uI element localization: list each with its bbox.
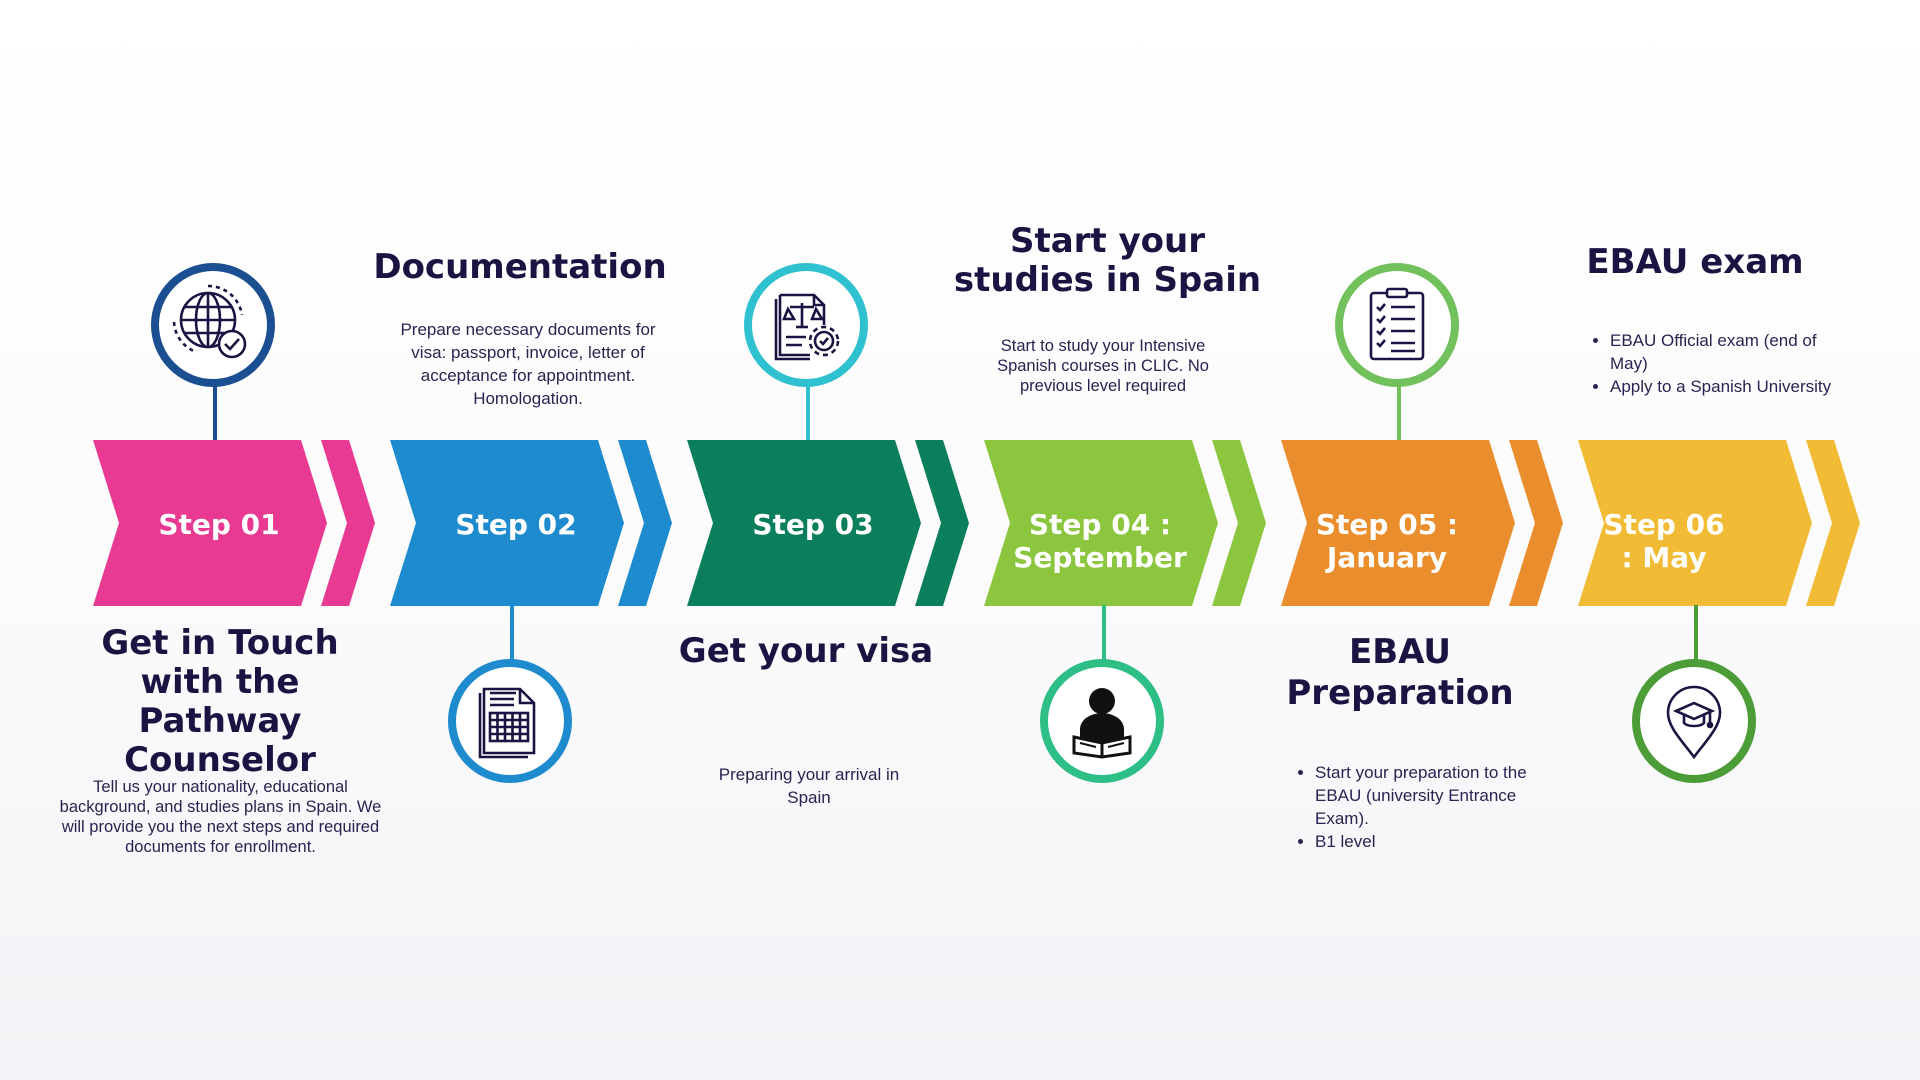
- chevron-tail-step-4: [1212, 440, 1266, 606]
- checklist-icon: [1369, 287, 1425, 361]
- chevron-tail-step-5: [1509, 440, 1563, 606]
- step-06-label: Step 06 : May: [1603, 508, 1725, 574]
- step-01-description: Tell us your nationality, educational ba…: [59, 778, 382, 856]
- connector-step-04: [1102, 605, 1106, 665]
- step-05-bullets: Start your preparation to the EBAU (univ…: [1293, 761, 1540, 853]
- connector-step-02: [510, 605, 514, 665]
- list-item: Apply to a Spanish University: [1610, 375, 1835, 398]
- chevron-step-3: [687, 440, 921, 606]
- step-01-label: Step 01: [158, 508, 280, 541]
- connector-step-06: [1694, 605, 1698, 665]
- student-reading-icon: [1072, 688, 1132, 759]
- step-03-title: Get your visa: [678, 631, 934, 671]
- step-03-description: Preparing your arrival in Spain: [718, 765, 900, 807]
- chevron-tail-step-6: [1806, 440, 1860, 606]
- chevron-tail-step-3: [915, 440, 969, 606]
- list-item: EBAU Official exam (end of May): [1610, 329, 1835, 375]
- step-05-label: Step 05 : January: [1315, 508, 1459, 574]
- step-04-icon-circle: [1040, 659, 1164, 783]
- list-item: Start your preparation to the EBAU (univ…: [1315, 761, 1540, 830]
- step-02-title: Documentation: [373, 247, 667, 287]
- chevron-step-5: [1281, 440, 1515, 606]
- connector-step-05: [1397, 380, 1401, 440]
- list-item: B1 level: [1315, 830, 1540, 853]
- step-02-description: Prepare necessary documents for visa: pa…: [400, 320, 656, 408]
- step-06-icon-circle: [1632, 659, 1756, 783]
- connector-step-03: [806, 380, 810, 440]
- step-04-title: Start your studies in Spain: [953, 221, 1262, 300]
- graduation-pin-icon: [1666, 685, 1722, 760]
- step-05-icon-circle: [1335, 263, 1459, 387]
- chevron-step-1: [93, 440, 327, 606]
- document-table-icon: [478, 687, 536, 759]
- connector-step-01: [213, 380, 217, 440]
- step-05-title: EBAU Preparation: [1286, 632, 1514, 713]
- step-02-icon-circle: [448, 659, 572, 783]
- step-06-title: EBAU exam: [1586, 242, 1804, 282]
- step-03-icon-circle: [744, 263, 868, 387]
- chevron-step-2: [390, 440, 624, 606]
- step-01-title: Get in Touch with the Pathway Counselor: [101, 623, 339, 780]
- step-02-label: Step 02: [455, 508, 577, 541]
- chevron-tail-step-2: [618, 440, 672, 606]
- chevron-step-4: [984, 440, 1218, 606]
- legal-document-gear-icon: [774, 293, 840, 361]
- step-03-label: Step 03: [752, 508, 874, 541]
- step-06-bullets: EBAU Official exam (end of May) Apply to…: [1588, 329, 1835, 398]
- step-01-icon-circle: [151, 263, 275, 387]
- step-04-description: Start to study your Intensive Spanish co…: [997, 337, 1209, 395]
- chevron-step-6: [1578, 440, 1812, 606]
- globe-check-icon: [172, 284, 247, 359]
- step-04-label: Step 04 : September: [1013, 508, 1187, 574]
- chevron-tail-step-1: [321, 440, 375, 606]
